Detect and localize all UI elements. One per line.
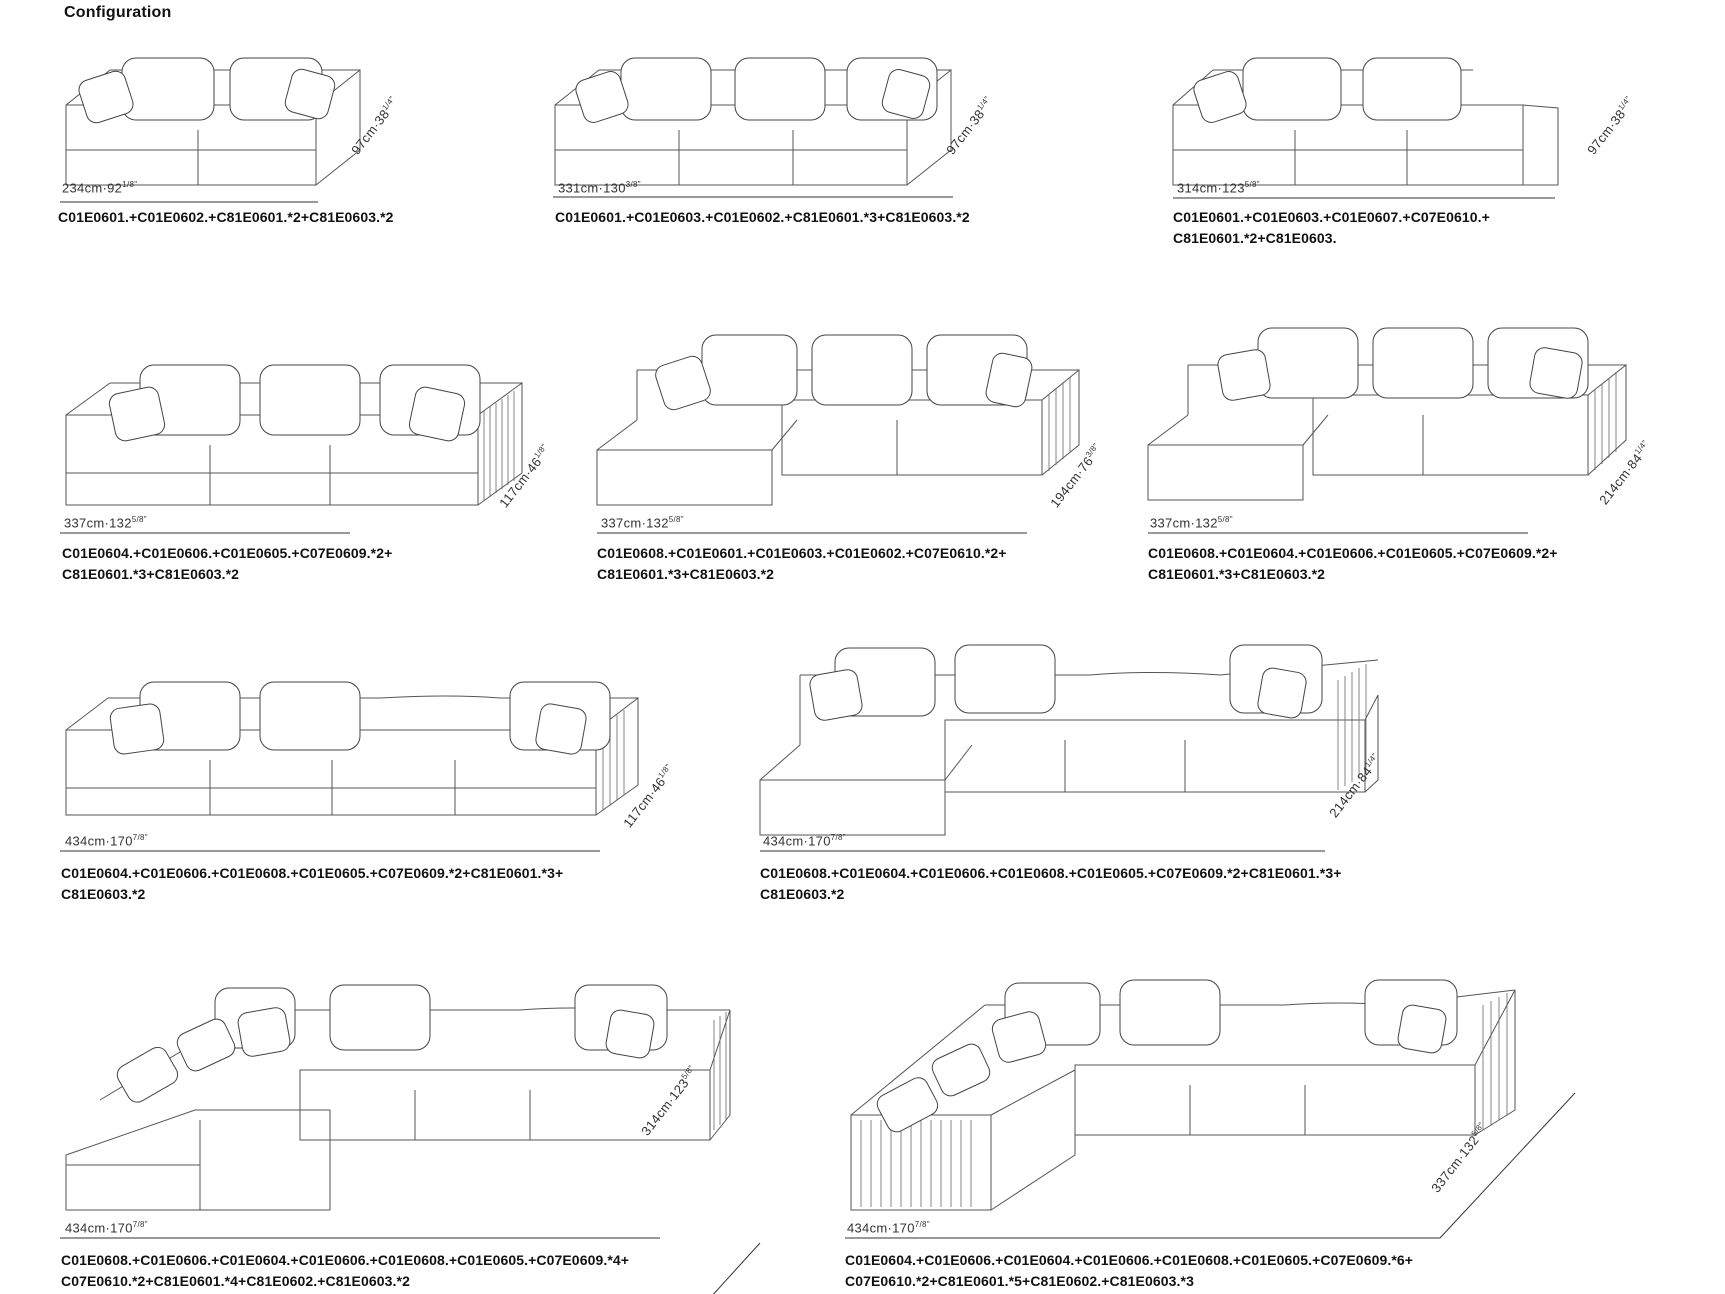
config-3: 97cm·381/4" 314cm·1235/8" C01E0601.+C01E… bbox=[1172, 50, 1673, 270]
width-label: 434cm·1707/8" bbox=[763, 833, 846, 849]
side-panel-slats bbox=[1482, 993, 1508, 1130]
width-label: 337cm·1325/8" bbox=[601, 515, 684, 531]
width-label: 314cm·1235/8" bbox=[1177, 180, 1260, 196]
config-10: 337cm·1325/8" 434cm·1707/8" C01E0604.+C0… bbox=[845, 975, 1605, 1290]
side-panel-slats bbox=[1048, 377, 1071, 471]
width-label: 434cm·1707/8" bbox=[847, 1220, 930, 1236]
component-codes: C01E0604.+C01E0606.+C01E0604.+C01E0606.+… bbox=[845, 1252, 1414, 1289]
config-2: 97cm·381/4" 331cm·1303/8" C01E0601.+C01E… bbox=[553, 50, 1055, 260]
sofa-illustration bbox=[596, 334, 1080, 506]
component-codes: C01E0608.+C01E0604.+C01E0606.+C01E0608.+… bbox=[760, 865, 1342, 902]
component-codes: C01E0601.+C01E0602.+C81E0601.*2+C81E0603… bbox=[58, 209, 394, 225]
width-label: 331cm·1303/8" bbox=[558, 180, 641, 196]
side-panel-slats bbox=[483, 391, 515, 501]
side-panel-slats bbox=[713, 1012, 727, 1130]
sofa-illustration bbox=[65, 984, 731, 1211]
config-4: 117cm·461/8" 337cm·1325/8" C01E0604.+C01… bbox=[60, 355, 580, 585]
component-codes: C01E0601.+C01E0603.+C01E0607.+C07E0610.+… bbox=[1173, 209, 1490, 246]
page-title: Configuration bbox=[64, 4, 172, 21]
sofa-illustration bbox=[65, 57, 361, 186]
sofa-illustration bbox=[65, 681, 639, 816]
component-codes: C01E0608.+C01E0604.+C01E0606.+C01E0605.+… bbox=[1148, 545, 1558, 582]
width-label: 434cm·1707/8" bbox=[65, 1220, 148, 1236]
sofa-illustration bbox=[759, 644, 1379, 836]
config-7: 117cm·461/8" 434cm·1707/8" C01E0604.+C01… bbox=[60, 670, 700, 910]
side-panel-slats bbox=[1594, 372, 1617, 470]
sofa-illustration bbox=[1172, 57, 1559, 186]
component-codes: C01E0601.+C01E0603.+C01E0602.+C81E0601.*… bbox=[555, 209, 970, 225]
component-codes: C01E0608.+C01E0606.+C01E0604.+C01E0606.+… bbox=[61, 1252, 630, 1289]
config-9: 314cm·1235/8" 434cm·1707/8" C01E0608.+C0… bbox=[60, 980, 780, 1294]
side-panel-slats bbox=[1337, 664, 1367, 790]
config-8: 214cm·841/4" 434cm·1707/8" C01E0608.+C01… bbox=[759, 640, 1420, 910]
sofa-illustration bbox=[554, 57, 952, 186]
front-panel-slats bbox=[860, 1120, 972, 1207]
component-codes: C01E0608.+C01E0601.+C01E0603.+C01E0602.+… bbox=[597, 545, 1007, 582]
width-label: 337cm·1325/8" bbox=[64, 515, 147, 531]
config-5: 194cm·763/8" 337cm·1325/8" C01E0608.+C01… bbox=[596, 325, 1137, 585]
component-codes: C01E0604.+C01E0606.+C01E0608.+C01E0605.+… bbox=[61, 865, 564, 902]
width-label: 337cm·1325/8" bbox=[1150, 515, 1233, 531]
sofa-illustration bbox=[1147, 327, 1627, 501]
component-codes: C01E0604.+C01E0606.+C01E0605.+C07E0609.*… bbox=[62, 545, 393, 582]
sofa-illustration bbox=[850, 979, 1516, 1211]
width-label: 234cm·921/8" bbox=[62, 180, 138, 196]
config-6: 214cm·841/4" 337cm·1325/8" C01E0608.+C01… bbox=[1147, 320, 1708, 585]
width-label: 434cm·1707/8" bbox=[65, 833, 148, 849]
config-1: 97cm·381/4" 234cm·921/8" C01E0601.+C01E0… bbox=[58, 50, 480, 260]
sofa-illustration bbox=[65, 364, 523, 506]
